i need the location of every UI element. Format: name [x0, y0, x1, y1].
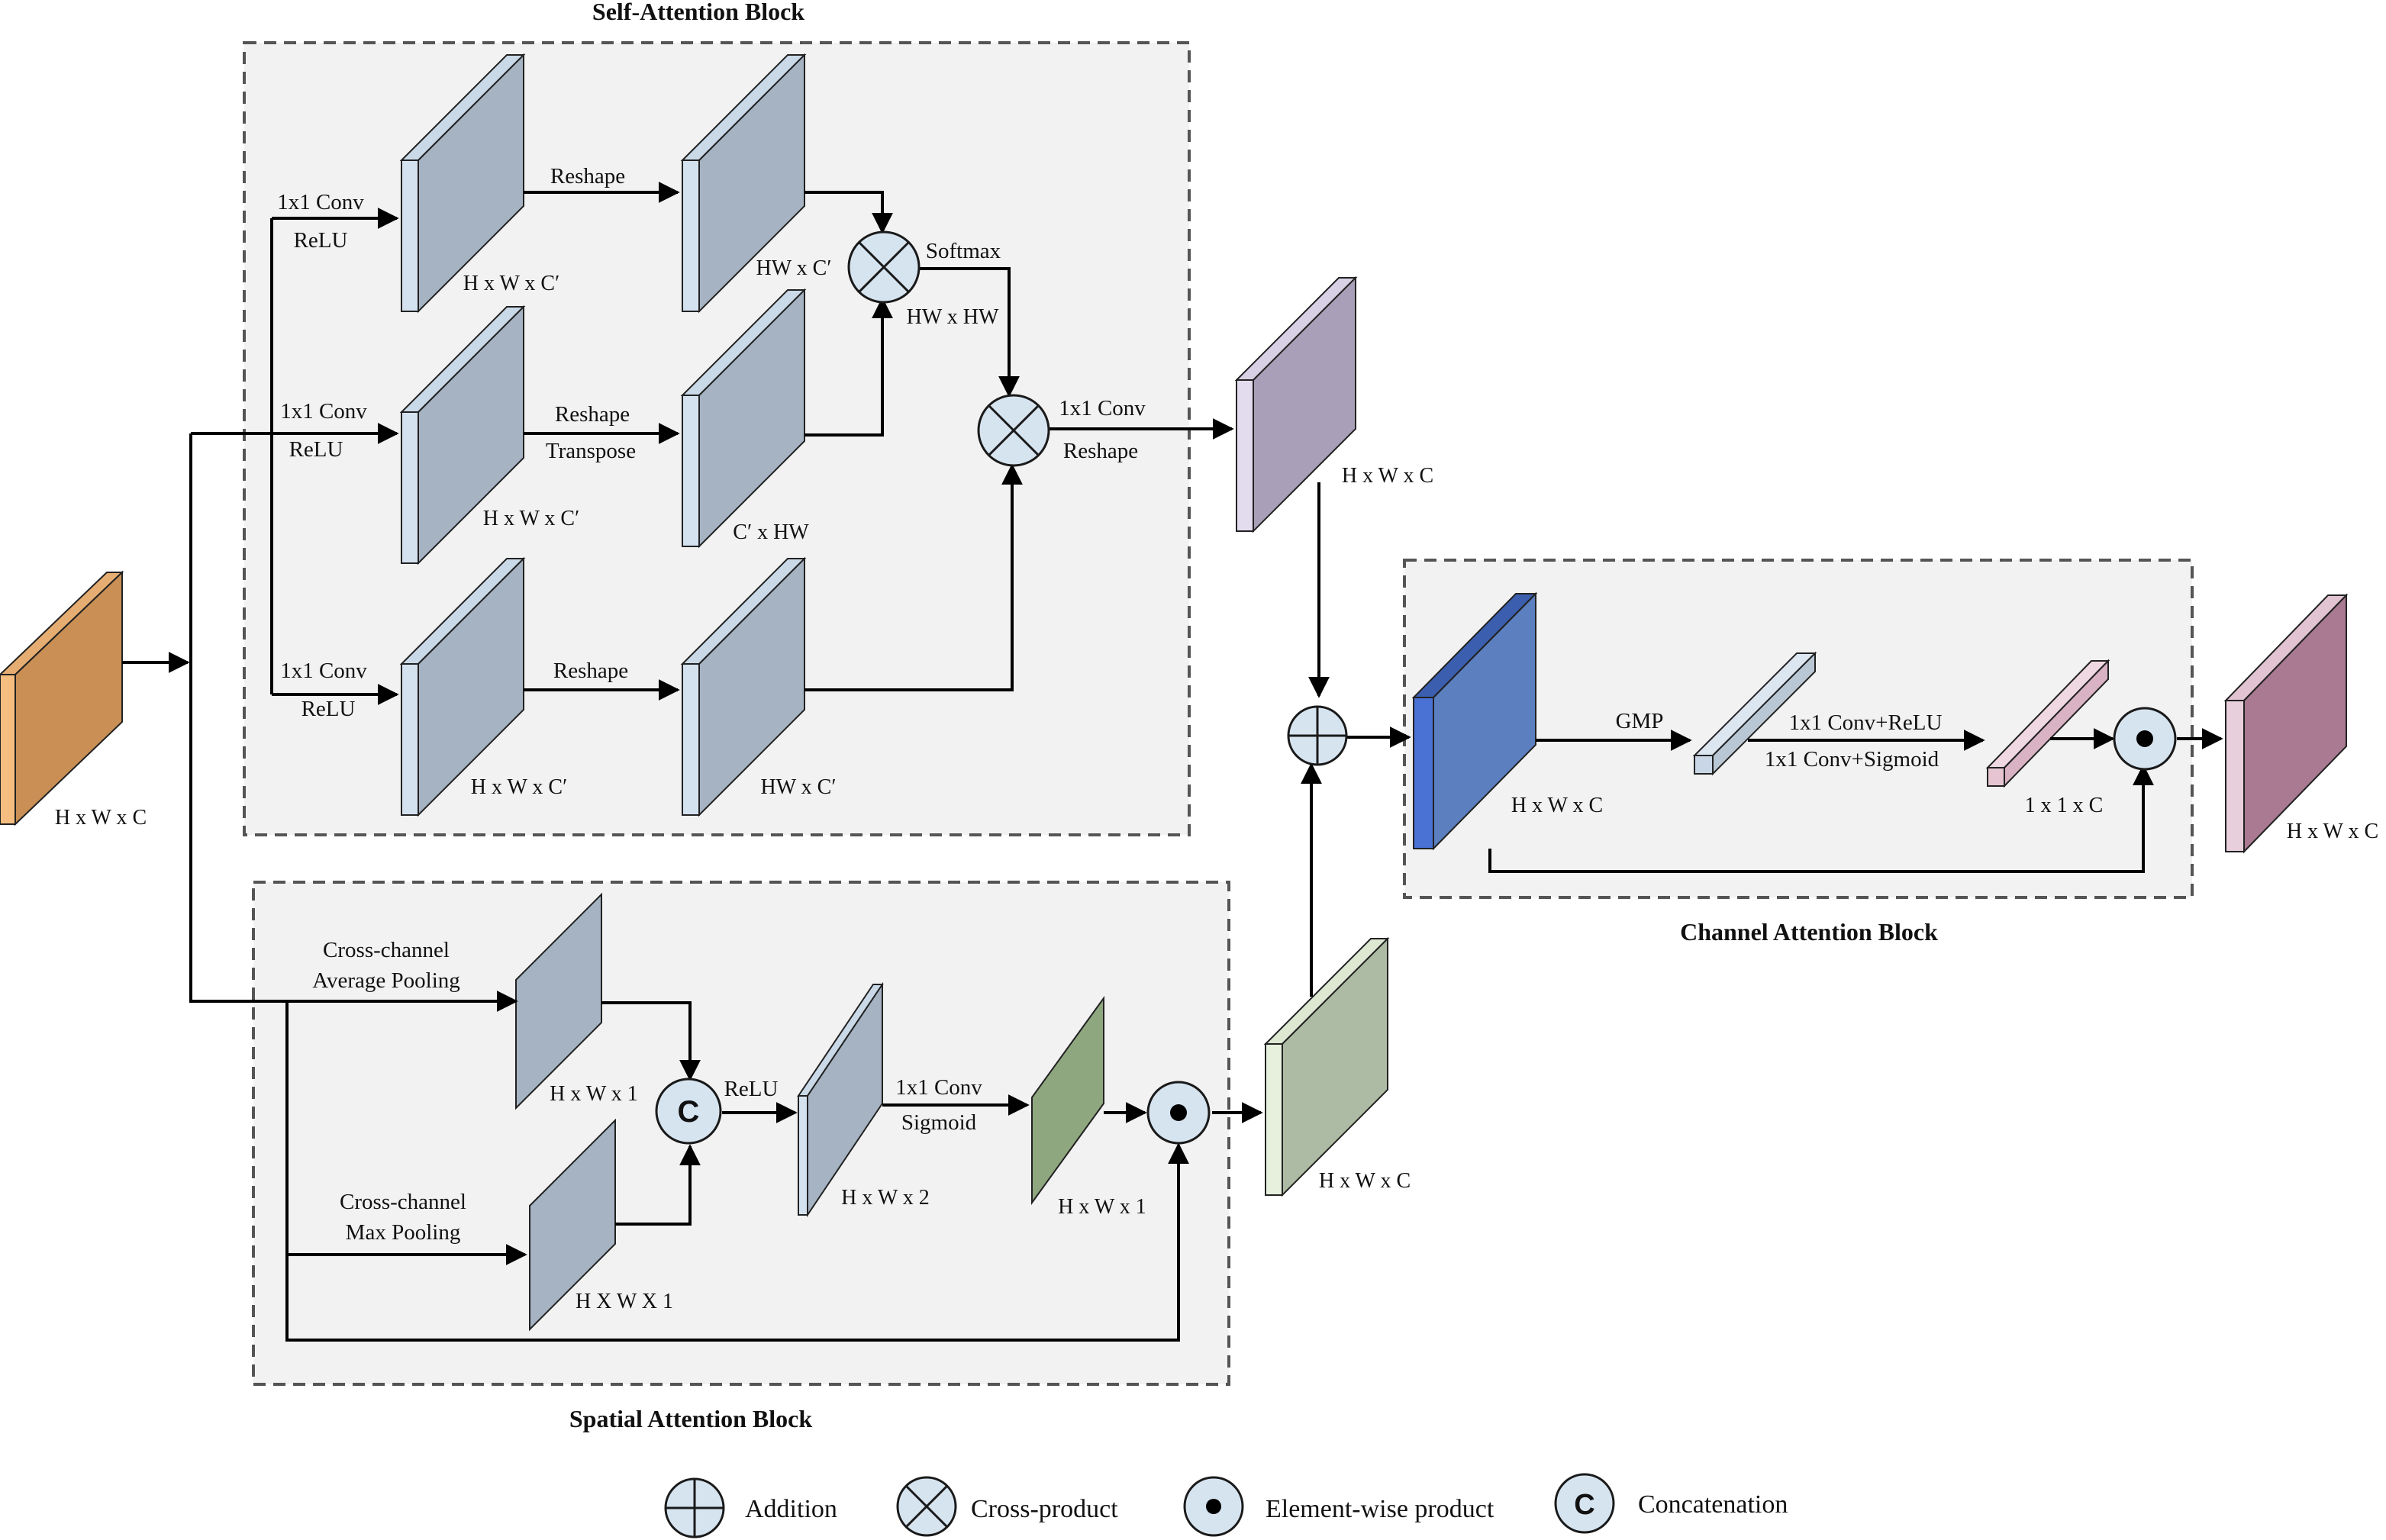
concatenation-operator: C — [655, 1078, 722, 1145]
transpose-label: Transpose — [546, 439, 636, 463]
addition-operator — [1287, 705, 1348, 766]
out-reshape-label: Reshape — [1063, 439, 1138, 463]
self-out-dim: H x W x C — [1342, 464, 1433, 488]
reshape-feature-map-1 — [680, 53, 807, 314]
dim-HXWX1: H X W X 1 — [576, 1290, 673, 1313]
concat-symbol: C — [678, 1095, 700, 1129]
reshape-feature-map-3 — [680, 556, 807, 817]
dim-c-prime-hw: C′ x HW — [733, 520, 809, 544]
conv1-label: 1x1 Conv — [277, 190, 364, 214]
conv-relu-ch-label: 1x1 Conv+ReLU — [1789, 710, 1943, 735]
legend-concatenation-icon: C — [1554, 1473, 1615, 1534]
legend-addition-icon — [664, 1477, 725, 1538]
input-dim-label: H x W x C — [55, 806, 147, 830]
avg-pool-map — [515, 892, 602, 1110]
max-pool-map — [529, 1118, 616, 1332]
dim-hw2: H x W x 2 — [841, 1186, 930, 1210]
conv-feature-map-3 — [399, 556, 526, 817]
conv3-label: 1x1 Conv — [280, 659, 367, 683]
elementwise-operator-spatial — [1146, 1081, 1211, 1145]
concat-feature-map — [797, 981, 884, 1218]
conv-sigmoid-ch-label: 1x1 Conv+Sigmoid — [1765, 747, 1939, 772]
legend-concatenation-label: Concatenation — [1638, 1490, 1788, 1519]
dim-hw1: H x W x 1 — [550, 1082, 638, 1106]
relu3-label: ReLU — [301, 697, 356, 721]
input-feature-map — [0, 570, 124, 826]
avg-pool-label-2: Average Pooling — [312, 968, 460, 993]
out-conv-label: 1x1 Conv — [1059, 396, 1146, 420]
reshape-feature-map-2 — [680, 288, 807, 549]
final-output-map — [2223, 593, 2349, 854]
channel-attention-title: Channel Attention Block — [1680, 918, 1938, 946]
cross-product-operator-2 — [977, 394, 1050, 467]
connectors — [122, 182, 2223, 1342]
dim-hw-c-prime-2: HW x C′ — [761, 775, 837, 799]
spatial-attention-title: Spatial Attention Block — [569, 1405, 812, 1432]
legend-cross-product-label: Cross-product — [971, 1495, 1118, 1523]
dim-hwc-prime-1: H x W x C′ — [463, 272, 559, 295]
softmax-label: Softmax — [926, 239, 1001, 263]
conv-feature-map-2 — [399, 304, 526, 565]
self-attention-output — [1234, 275, 1358, 533]
legend-concat-symbol: C — [1574, 1489, 1594, 1521]
channel-in-dim: H x W x C — [1511, 794, 1603, 817]
legend-addition-label: Addition — [745, 1495, 837, 1523]
legend: Addition Cross-product Element-wise prod… — [664, 1473, 1788, 1538]
max-pool-label-2: Max Pooling — [346, 1220, 461, 1245]
dim-hwc-prime-2: H x W x C′ — [483, 507, 579, 530]
spatial-out-dim: H x W x C — [1319, 1169, 1411, 1193]
avg-pool-label-1: Cross-channel — [323, 938, 450, 962]
dim-hw1-green: H x W x 1 — [1058, 1195, 1146, 1219]
spatial-attention-output — [1263, 936, 1390, 1197]
elementwise-operator-channel — [2113, 707, 2177, 771]
dim-hw-c-prime-1: HW x C′ — [756, 256, 832, 280]
conv-feature-map-1 — [399, 53, 526, 314]
gmp-label: GMP — [1616, 709, 1664, 733]
dim-hwc-prime-3: H x W x C′ — [471, 775, 567, 799]
dim-hw-hw: HW x HW — [907, 305, 999, 329]
channel-input-map — [1411, 591, 1538, 851]
channel-weight-vector — [1985, 659, 2110, 788]
relu1-label: ReLU — [294, 228, 348, 253]
concat-relu-label: ReLU — [724, 1077, 779, 1101]
max-pool-label-1: Cross-channel — [340, 1190, 466, 1214]
spatial-weight-map — [1031, 995, 1104, 1206]
relu2-label: ReLU — [289, 437, 343, 462]
dim-11c: 1 x 1 x C — [2025, 794, 2104, 817]
reshape1-label: Reshape — [550, 164, 625, 188]
reshape3-label: Reshape — [553, 659, 628, 683]
self-attention-title: Self-Attention Block — [592, 0, 804, 25]
conv2-label: 1x1 Conv — [280, 399, 367, 424]
legend-elementwise-icon — [1183, 1476, 1244, 1537]
conv-sigmoid-label-1: 1x1 Conv — [895, 1075, 982, 1100]
legend-cross-product-icon — [896, 1476, 957, 1537]
cross-product-operator-1 — [847, 230, 921, 304]
gmp-vector — [1692, 651, 1817, 776]
legend-elementwise-label: Element-wise product — [1266, 1495, 1494, 1523]
final-dim: H x W x C — [2287, 820, 2378, 843]
reshape2-label: Reshape — [555, 402, 630, 427]
conv-sigmoid-label-2: Sigmoid — [901, 1110, 977, 1135]
